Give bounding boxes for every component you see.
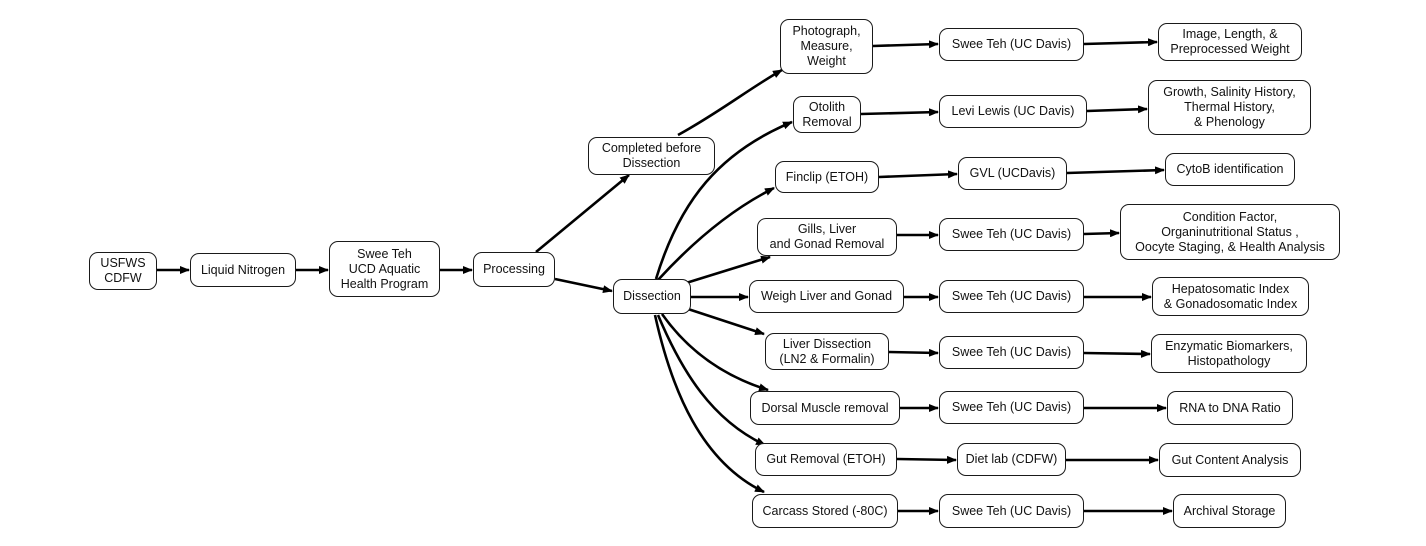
node-liver-dissection: Liver Dissection (LN2 & Formalin) bbox=[765, 333, 889, 370]
node-output-gut-content: Gut Content Analysis bbox=[1159, 443, 1301, 477]
node-lab-swee-teh-gills: Swee Teh (UC Davis) bbox=[939, 218, 1084, 251]
node-dissection: Dissection bbox=[613, 279, 691, 314]
edge-completed-before-to-photograph bbox=[677, 68, 783, 137]
node-lab-swee-teh-weigh: Swee Teh (UC Davis) bbox=[939, 280, 1084, 313]
edge-lab-gills-to-output bbox=[1083, 229, 1120, 238]
node-weigh-liver-gonad: Weigh Liver and Gonad bbox=[749, 280, 904, 313]
node-output-condition-factor: Condition Factor, Organinutritional Stat… bbox=[1120, 204, 1340, 260]
node-dorsal-muscle-removal: Dorsal Muscle removal bbox=[750, 391, 900, 425]
node-output-image-length-weight: Image, Length, & Preprocessed Weight bbox=[1158, 23, 1302, 61]
edge-lab-otolith-to-output bbox=[1086, 105, 1148, 114]
node-lab-diet-lab: Diet lab (CDFW) bbox=[957, 443, 1066, 476]
node-photograph-measure-weight: Photograph, Measure, Weight bbox=[780, 19, 873, 74]
edge-finclip-to-lab bbox=[878, 170, 958, 179]
edge-gut-removal-to-lab bbox=[896, 455, 957, 464]
node-lab-swee-teh-carcass: Swee Teh (UC Davis) bbox=[939, 494, 1084, 528]
node-completed-before-dissection: Completed before Dissection bbox=[588, 137, 715, 175]
edge-dissection-to-carcass bbox=[653, 314, 765, 494]
edge-processing-to-completed-before bbox=[535, 173, 630, 254]
node-output-cytob: CytoB identification bbox=[1165, 153, 1295, 186]
node-liquid-nitrogen: Liquid Nitrogen bbox=[190, 253, 296, 287]
edge-dissection-to-liver-dissection bbox=[687, 307, 765, 336]
edge-photograph-to-lab bbox=[872, 40, 939, 49]
node-gut-removal-etoh: Gut Removal (ETOH) bbox=[755, 443, 897, 476]
edge-dissection-to-finclip bbox=[657, 186, 775, 281]
node-output-hepatosomatic: Hepatosomatic Index & Gonadosomatic Inde… bbox=[1152, 277, 1309, 316]
node-lab-swee-teh-photo: Swee Teh (UC Davis) bbox=[939, 28, 1084, 61]
edge-processing-to-dissection bbox=[554, 277, 613, 294]
node-lab-gvl: GVL (UCDavis) bbox=[958, 157, 1067, 190]
node-output-enzymatic: Enzymatic Biomarkers, Histopathology bbox=[1151, 334, 1307, 373]
node-finclip-etoh: Finclip (ETOH) bbox=[775, 161, 879, 193]
edge-lab-finclip-to-output bbox=[1066, 166, 1165, 175]
edge-otolith-to-lab bbox=[860, 108, 939, 117]
node-usfws-cdfw: USFWS CDFW bbox=[89, 252, 157, 290]
node-carcass-stored: Carcass Stored (-80C) bbox=[752, 494, 898, 528]
node-lab-swee-teh-liver: Swee Teh (UC Davis) bbox=[939, 336, 1084, 369]
node-gills-liver-gonad-removal: Gills, Liver and Gonad Removal bbox=[757, 218, 897, 256]
edge-dissection-to-otolith bbox=[654, 120, 793, 280]
node-output-rna-dna: RNA to DNA Ratio bbox=[1167, 391, 1293, 425]
edge-lab-photo-to-output bbox=[1083, 38, 1158, 47]
edge-dissection-to-gut bbox=[656, 314, 766, 447]
edge-dissection-to-gills bbox=[685, 255, 771, 285]
node-lab-swee-teh-dorsal: Swee Teh (UC Davis) bbox=[939, 391, 1084, 424]
node-processing: Processing bbox=[473, 252, 555, 287]
edge-liver-dissection-to-lab bbox=[888, 348, 939, 357]
node-output-growth-salinity: Growth, Salinity History, Thermal Histor… bbox=[1148, 80, 1311, 135]
node-lab-levi-lewis: Levi Lewis (UC Davis) bbox=[939, 95, 1087, 128]
node-otolith-removal: Otolith Removal bbox=[793, 96, 861, 133]
node-swee-teh-ucd-aquatic: Swee Teh UCD Aquatic Health Program bbox=[329, 241, 440, 297]
node-output-archival-storage: Archival Storage bbox=[1173, 494, 1286, 528]
edge-lab-liver-to-output bbox=[1083, 349, 1151, 358]
edge-dissection-to-dorsal bbox=[660, 313, 769, 392]
